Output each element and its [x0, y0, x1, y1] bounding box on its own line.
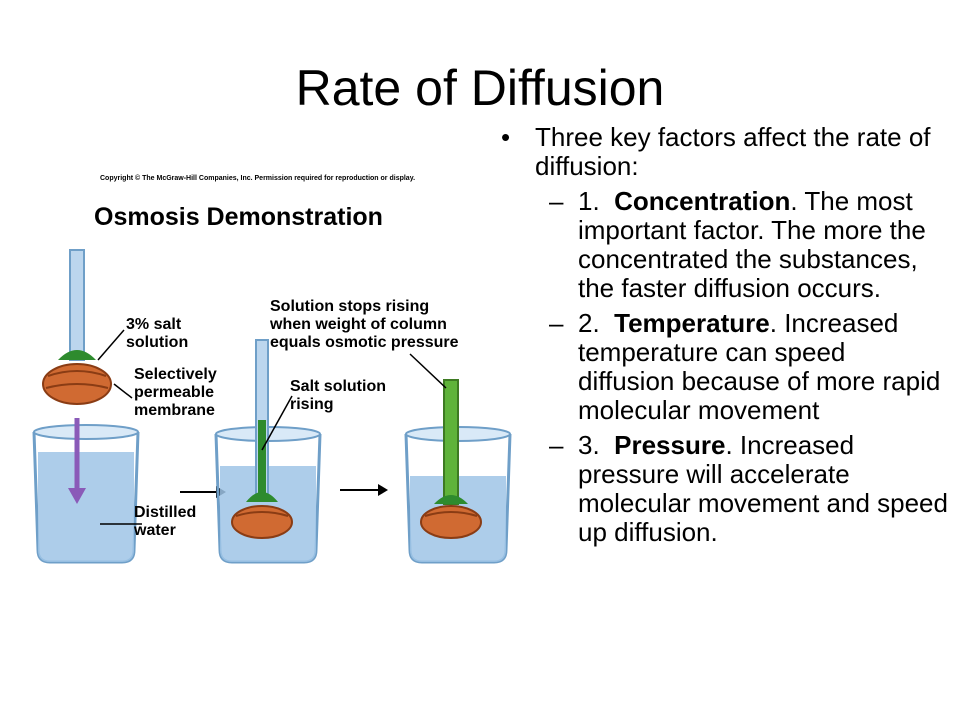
- label-distilled-water: Distilled water: [134, 504, 196, 540]
- beaker-distilled-water: [32, 424, 140, 564]
- label-salt-solution: 3% salt solution: [126, 316, 188, 352]
- factor-punct: .: [769, 308, 777, 338]
- label-line: Solution stops rising: [270, 298, 430, 315]
- label-solution-stops: Solution stops rising when weight of col…: [270, 298, 459, 352]
- factor-name: Pressure: [614, 430, 726, 460]
- slide-title: Rate of Diffusion: [295, 60, 665, 116]
- factor-punct: .: [725, 430, 733, 460]
- bullet-main-text: Three key factors affect the rate of dif…: [535, 122, 931, 181]
- label-line: Distilled: [134, 504, 197, 521]
- factor-number: 2.: [578, 308, 600, 338]
- dash-mark: –: [549, 308, 564, 338]
- copyright-note: Copyright © The McGraw-Hill Companies, I…: [100, 175, 416, 182]
- label-line: membrane: [134, 402, 215, 419]
- label-line: when weight of column: [270, 316, 447, 333]
- sub-bullet-temperature: – 2. Temperature. Increased temperature …: [498, 309, 948, 425]
- label-line: Selectively: [134, 366, 217, 383]
- label-membrane: Selectively permeable membrane: [134, 366, 217, 420]
- sub-bullet-concentration: – 1. Concentration. The most important f…: [498, 187, 948, 303]
- factor-text: The most important factor. The more the …: [578, 186, 926, 303]
- factor-number: 3.: [578, 430, 600, 460]
- label-line: Salt solution: [290, 378, 386, 395]
- dash-mark: –: [549, 186, 564, 216]
- bullet-main: • Three key factors affect the rate of d…: [498, 123, 948, 181]
- label-salt-rising: Salt solution rising: [290, 378, 386, 414]
- osmosis-illustration: [32, 249, 512, 564]
- factor-text: Increased pressure will accelerate molec…: [578, 430, 948, 547]
- step-arrow-2: [340, 484, 388, 496]
- label-line: equals osmotic pressure: [270, 334, 459, 351]
- beaker-rising: [214, 339, 322, 564]
- label-line: rising: [290, 396, 334, 413]
- bullet-dot: •: [501, 122, 511, 152]
- factor-name: Temperature: [614, 308, 770, 338]
- label-line: water: [134, 522, 176, 539]
- label-line: 3% salt: [126, 316, 182, 333]
- factor-name: Concentration: [614, 186, 791, 216]
- thistle-tube-before: [42, 249, 112, 405]
- osmosis-figure: Copyright © The McGraw-Hill Companies, I…: [30, 170, 520, 580]
- diffusion-arrow: [68, 418, 86, 504]
- label-line: permeable: [134, 384, 215, 401]
- factor-number: 1.: [578, 186, 600, 216]
- figure-heading: Osmosis Demonstration: [94, 203, 383, 231]
- factor-punct: .: [790, 186, 798, 216]
- factor-text: Increased temperature can speed diffusio…: [578, 308, 941, 425]
- sub-bullet-pressure: – 3. Pressure. Increased pressure will a…: [498, 431, 948, 547]
- beaker-equilibrium: [404, 379, 512, 564]
- bullet-list: • Three key factors affect the rate of d…: [498, 123, 948, 547]
- label-line: solution: [126, 334, 189, 351]
- dash-mark: –: [549, 430, 564, 460]
